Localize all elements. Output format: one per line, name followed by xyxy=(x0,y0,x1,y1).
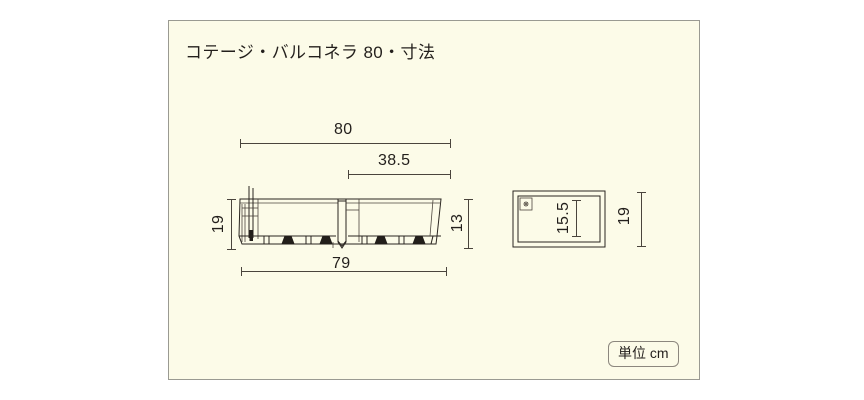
dimension-tick-13-top xyxy=(464,199,473,200)
dimension-tick-19-front-bottom xyxy=(227,249,236,250)
dimension-tick-79-right xyxy=(446,267,447,276)
dimension-label-inner-38-5: 38.5 xyxy=(378,152,411,169)
dimension-label-height-19-front: 19 xyxy=(210,214,227,234)
dimension-tick-38-5-right xyxy=(450,170,451,179)
dimension-tick-19-side-top xyxy=(637,192,646,193)
dimension-tick-19-front-top xyxy=(227,199,236,200)
figure-title: コテージ・バルコネラ 80・寸法 xyxy=(185,43,436,62)
dimension-tick-38-5-left xyxy=(348,170,349,179)
dimension-tick-80-right xyxy=(450,139,451,148)
front-elevation-drawing xyxy=(238,186,442,249)
dimension-line-base-79 xyxy=(241,271,446,272)
dimension-tick-15-5-bottom xyxy=(572,236,581,237)
dimension-line-inner-depth-15-5 xyxy=(576,200,577,236)
dimension-label-body-height-13: 13 xyxy=(449,213,466,233)
dimension-label-depth-19-side: 19 xyxy=(616,206,633,226)
side-elevation-drawing xyxy=(512,190,606,248)
dimension-line-width-80 xyxy=(240,143,450,144)
dimension-line-depth-19-side xyxy=(641,192,642,246)
dimension-label-inner-depth-15-5: 15.5 xyxy=(555,201,572,235)
dimension-tick-15-5-top xyxy=(572,200,581,201)
dimension-line-height-19-front xyxy=(231,199,232,249)
dimension-line-inner-38-5 xyxy=(348,174,450,175)
dimension-line-body-height-13 xyxy=(468,199,469,248)
dimension-tick-79-left xyxy=(241,267,242,276)
unit-badge: 単位 cm xyxy=(608,341,679,367)
dimension-label-base-79: 79 xyxy=(332,255,351,272)
dimension-tick-13-bottom xyxy=(464,248,473,249)
dimension-label-width-80: 80 xyxy=(334,121,353,138)
dimension-tick-80-left xyxy=(240,139,241,148)
dimension-tick-19-side-bottom xyxy=(637,246,646,247)
